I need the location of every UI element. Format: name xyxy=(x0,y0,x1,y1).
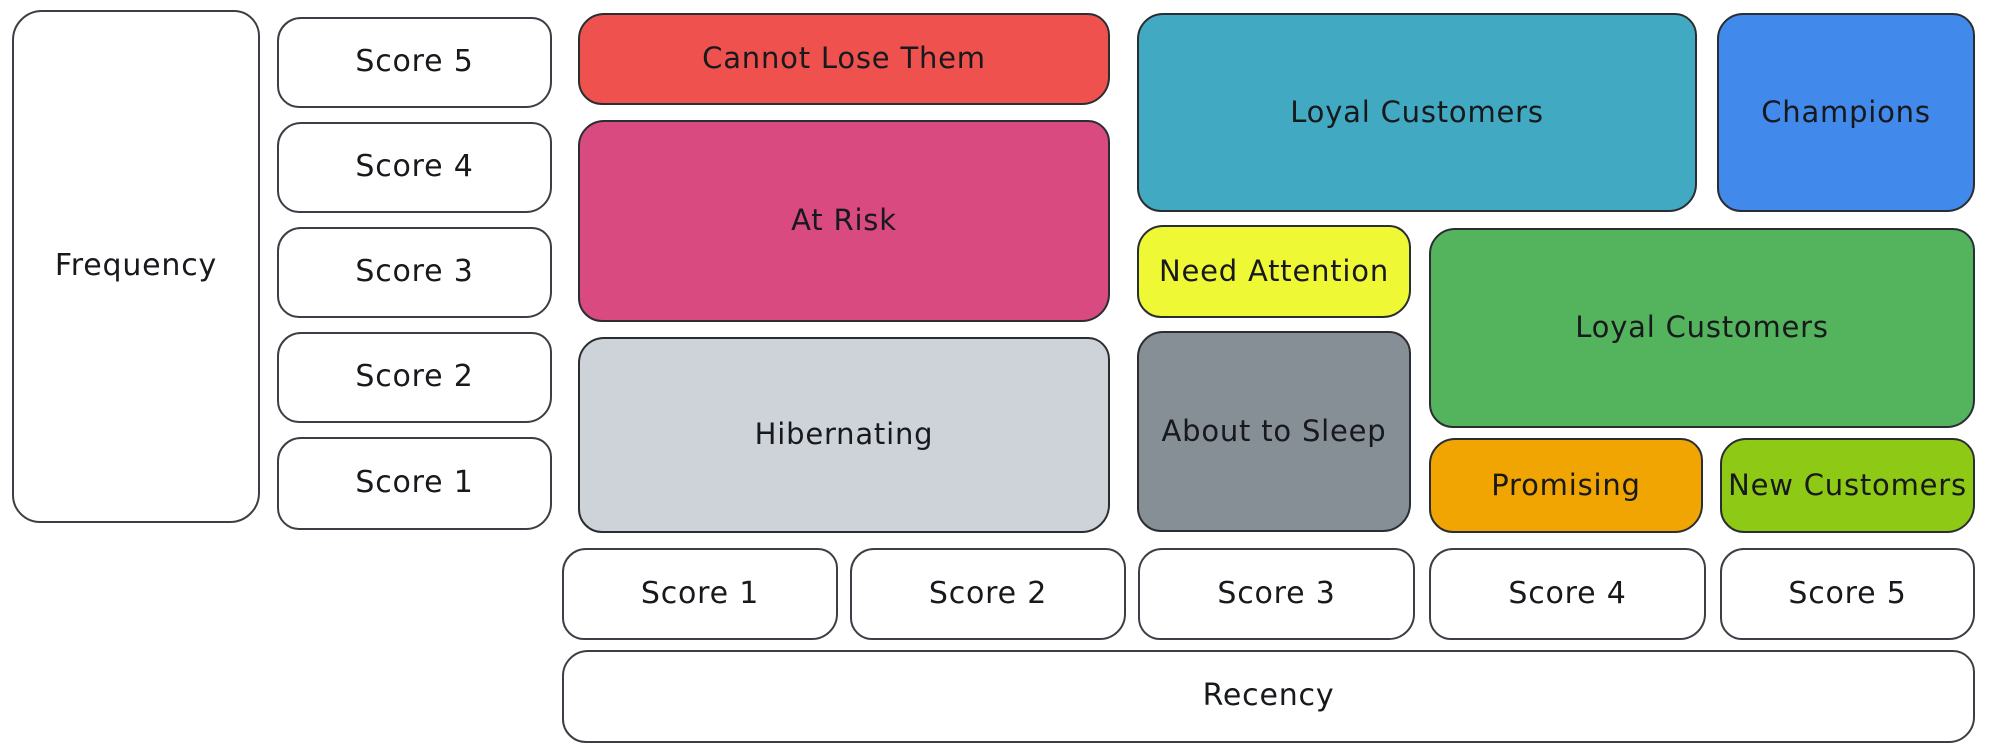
segment-loyal-customers-mid: Loyal Customers xyxy=(1429,228,1975,428)
frequency-score-3-label: Score 3 xyxy=(355,254,474,290)
segment-about-to-sleep: About to Sleep xyxy=(1137,331,1411,532)
segment-label-loyal-customers-mid: Loyal Customers xyxy=(1575,310,1829,345)
frequency-axis-box: Frequency xyxy=(12,10,260,523)
segment-hibernating: Hibernating xyxy=(578,337,1110,533)
segment-label-promising: Promising xyxy=(1491,467,1641,502)
segment-loyal-customers-top: Loyal Customers xyxy=(1137,13,1697,212)
frequency-score-4-box: Score 4 xyxy=(277,122,552,213)
frequency-axis-label: Frequency xyxy=(54,248,218,284)
segment-cannot-lose-them: Cannot Lose Them xyxy=(578,13,1110,105)
recency-score-4-box: Score 4 xyxy=(1429,548,1706,640)
frequency-score-1-label: Score 1 xyxy=(355,465,474,501)
recency-axis-label: Recency xyxy=(1202,678,1335,714)
segment-label-new-customers: New Customers xyxy=(1728,467,1967,502)
recency-score-1-box: Score 1 xyxy=(562,548,838,640)
segment-need-attention: Need Attention xyxy=(1137,225,1411,318)
segment-label-loyal-customers-top: Loyal Customers xyxy=(1290,94,1544,129)
segment-label-about-to-sleep: About to Sleep xyxy=(1161,413,1387,448)
segment-label-at-risk: At Risk xyxy=(791,203,897,238)
segment-new-customers: New Customers xyxy=(1720,438,1975,533)
frequency-score-1-box: Score 1 xyxy=(277,437,552,530)
segment-champions: Champions xyxy=(1717,13,1975,212)
recency-score-2-label: Score 2 xyxy=(928,575,1048,611)
recency-score-2-box: Score 2 xyxy=(850,548,1126,640)
recency-score-5-box: Score 5 xyxy=(1720,548,1975,640)
segment-label-need-attention: Need Attention xyxy=(1158,253,1390,288)
frequency-score-2-label: Score 2 xyxy=(355,359,474,395)
recency-score-3-label: Score 3 xyxy=(1217,575,1336,611)
segment-label-hibernating: Hibernating xyxy=(754,417,934,452)
recency-score-1-label: Score 1 xyxy=(640,575,760,611)
recency-axis-box: Recency xyxy=(562,650,1975,743)
frequency-score-4-label: Score 4 xyxy=(355,149,474,185)
recency-score-3-box: Score 3 xyxy=(1138,548,1415,640)
frequency-score-5-label: Score 5 xyxy=(355,44,474,80)
recency-score-4-label: Score 4 xyxy=(1508,575,1627,611)
frequency-score-2-box: Score 2 xyxy=(277,332,552,423)
segment-promising: Promising xyxy=(1429,438,1703,533)
segment-at-risk: At Risk xyxy=(578,120,1110,322)
segment-label-champions: Champions xyxy=(1761,94,1931,129)
frequency-score-5-box: Score 5 xyxy=(277,17,552,108)
recency-score-5-label: Score 5 xyxy=(1788,575,1907,611)
segment-label-cannot-lose-them: Cannot Lose Them xyxy=(702,41,986,76)
frequency-score-3-box: Score 3 xyxy=(277,227,552,318)
